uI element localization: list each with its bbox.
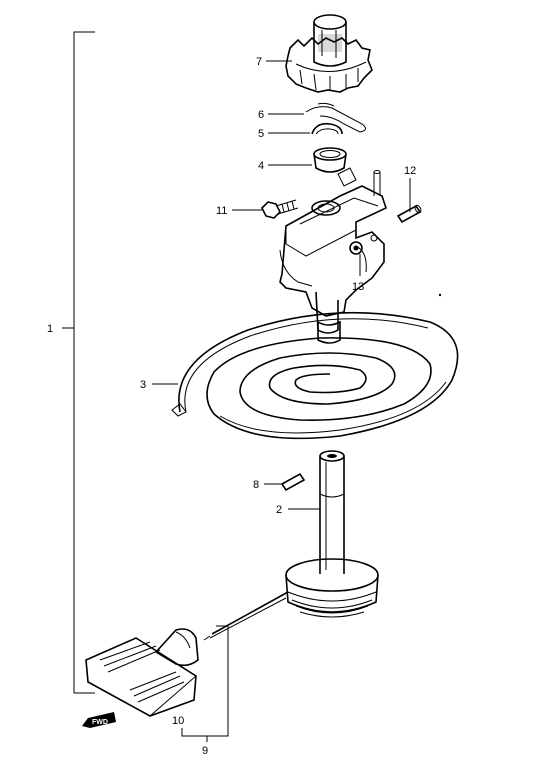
- bracket-1: [62, 31, 95, 694]
- callout-8: 8: [253, 479, 259, 491]
- snap-ring: [311, 122, 343, 135]
- fwd-label: FWD: [92, 719, 108, 726]
- callout-3: 3: [140, 379, 146, 391]
- callout-5: 5: [258, 128, 264, 140]
- spring-clip: [305, 102, 366, 133]
- reel-shaft: [285, 450, 379, 618]
- callout-12: 12: [404, 165, 416, 177]
- callout-9: 9: [202, 745, 208, 757]
- callout-13: 13: [352, 281, 364, 293]
- starter-rope: [203, 591, 289, 641]
- callout-10: 10: [172, 715, 184, 727]
- leader-lines: [152, 60, 411, 510]
- recoil-spring: [171, 311, 459, 440]
- callout-2: 2: [276, 504, 282, 516]
- callout-11: 11: [216, 205, 227, 217]
- bushing: [313, 147, 347, 173]
- bolt: [261, 199, 299, 219]
- shaft-key: [280, 472, 306, 492]
- starter-handle: [85, 628, 199, 717]
- callout-4: 4: [258, 160, 264, 172]
- bracket-9: [181, 625, 229, 742]
- pinion-gear: [285, 14, 373, 93]
- callout-7: 7: [256, 56, 262, 68]
- callout-1: 1: [47, 323, 53, 335]
- callout-6: 6: [258, 109, 264, 121]
- starter-housing: [279, 167, 387, 344]
- forward-arrow-icon: FWD: [82, 712, 116, 728]
